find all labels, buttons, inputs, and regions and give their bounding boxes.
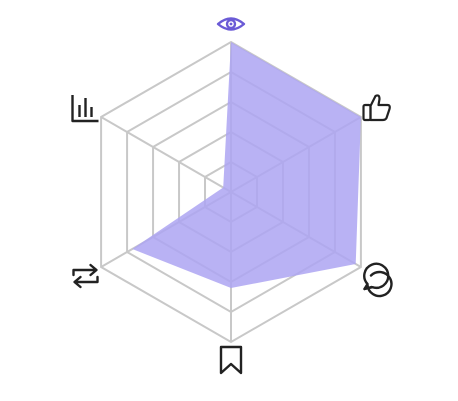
eye-icon	[216, 17, 246, 31]
series-area	[132, 42, 361, 288]
comment-icon	[363, 262, 393, 298]
axis-icons	[71, 17, 393, 375]
thumbs-up-icon	[362, 94, 391, 122]
bookmark-icon	[219, 345, 243, 375]
bar-chart-icon	[71, 95, 99, 123]
repost-icon	[72, 263, 99, 289]
radar-series	[132, 41, 362, 289]
grid-spoke	[100, 116, 232, 193]
